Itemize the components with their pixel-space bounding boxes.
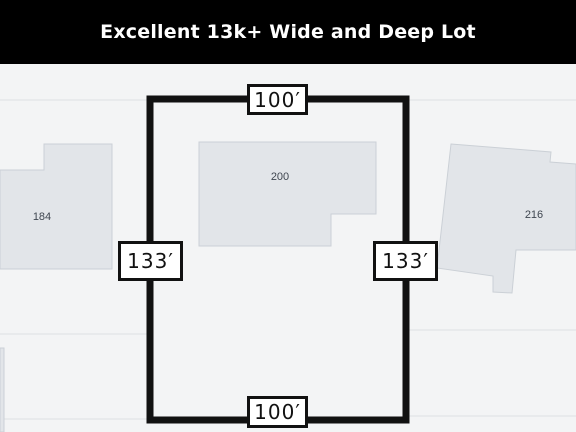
building-footprints [0, 141, 576, 432]
dimension-label-top: 100′ [247, 84, 308, 115]
banner-title: Excellent 13k+ Wide and Deep Lot [100, 21, 476, 43]
building-184 [0, 143, 113, 270]
parcel-number-184: 184 [33, 211, 51, 223]
dimension-label-right: 133′ [373, 241, 438, 281]
parcel-number-200: 200 [271, 171, 289, 183]
building-partial [0, 347, 5, 432]
dimension-label-bottom: 100′ [247, 396, 308, 428]
parcel-map[interactable]: 184 200 216 [0, 64, 576, 432]
building-216 [436, 143, 576, 294]
parcel-number-216: 216 [525, 209, 543, 221]
building-200 [198, 141, 377, 247]
dimension-label-left: 133′ [118, 241, 183, 281]
title-banner: Excellent 13k+ Wide and Deep Lot [0, 0, 576, 64]
